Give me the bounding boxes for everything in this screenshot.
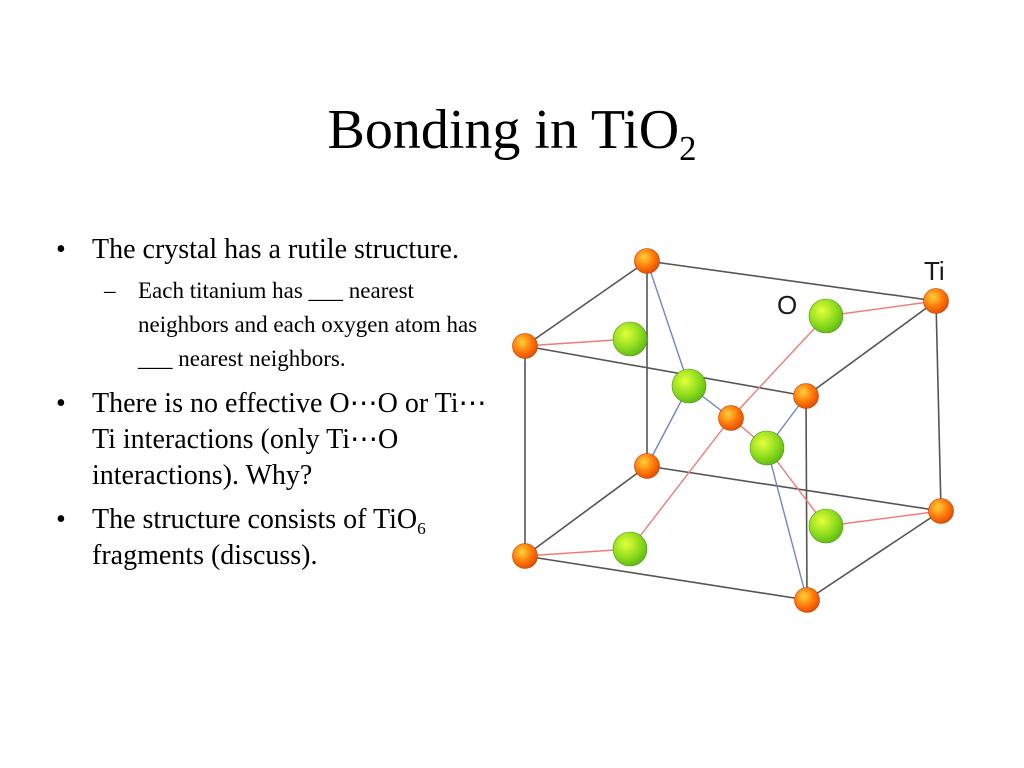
bullet-text-before: The structure consists of TiO xyxy=(92,504,418,535)
oxygen-atom xyxy=(808,298,844,334)
unit-cell-edges xyxy=(524,260,942,601)
cell-edge xyxy=(524,465,648,557)
rutile-crystal-diagram: Ti O xyxy=(512,248,954,613)
titanium-atom xyxy=(718,405,744,431)
bullet-interactions: • There is no effective O⋯O or Ti⋯Ti int… xyxy=(48,386,488,494)
cell-edge xyxy=(806,510,942,601)
sub-bullet-text: Each titanium has ___ nearest neighbors … xyxy=(138,278,478,371)
bullet-list: • The crystal has a rutile structure. – … xyxy=(48,232,488,582)
bullet-text: There is no effective O⋯O or Ti⋯Ti inter… xyxy=(92,388,487,491)
bullet-text-after: fragments (discuss). xyxy=(92,540,318,571)
titanium-atoms xyxy=(512,248,954,613)
sub-bullet-marker: – xyxy=(104,278,116,303)
titanium-atom xyxy=(928,498,954,524)
bullet-marker: • xyxy=(56,234,66,265)
titanium-atom xyxy=(634,453,660,479)
bond-red xyxy=(524,548,631,557)
oxygen-atom xyxy=(749,430,785,466)
titanium-atom xyxy=(634,248,660,274)
titanium-atom xyxy=(793,383,819,409)
bullet-rutile: • The crystal has a rutile structure. – … xyxy=(48,232,488,376)
slide-title: Bonding in TiO2 xyxy=(0,99,1024,166)
oxygen-atom xyxy=(671,368,707,404)
cell-edge xyxy=(935,300,942,512)
oxygen-atom xyxy=(612,531,648,567)
titanium-atom xyxy=(512,543,538,569)
title-text: Bonding in TiO xyxy=(327,99,680,161)
titanium-atom xyxy=(923,288,949,314)
bullet-subscript: 6 xyxy=(417,519,426,539)
oxygen-atom xyxy=(612,321,648,357)
cell-edge xyxy=(805,395,808,601)
oxygen-atoms xyxy=(612,298,844,567)
bond-red xyxy=(524,338,631,347)
bond-red xyxy=(629,417,732,550)
label-o: O xyxy=(777,290,797,320)
bond-red xyxy=(825,510,942,527)
cell-edge xyxy=(524,345,807,397)
bullet-marker: • xyxy=(56,388,66,419)
titanium-atom xyxy=(512,333,538,359)
bond-red xyxy=(730,315,827,419)
bullet-marker: • xyxy=(56,504,66,535)
bullet-fragments: • The structure consists of TiO6 fragmen… xyxy=(48,502,488,574)
cell-edge xyxy=(524,555,808,601)
bond-blue xyxy=(646,260,690,387)
titanium-atom xyxy=(794,587,820,613)
cell-edge xyxy=(524,260,648,347)
bullet-text: The crystal has a rutile structure. xyxy=(92,234,459,265)
cell-edge xyxy=(646,465,942,512)
cell-edge xyxy=(805,300,937,397)
bond-red xyxy=(825,300,937,317)
bond-blue xyxy=(766,447,808,601)
sub-bullet-list: – Each titanium has ___ nearest neighbor… xyxy=(92,274,488,376)
sub-bullet-neighbors: – Each titanium has ___ nearest neighbor… xyxy=(92,274,488,376)
title-subscript: 2 xyxy=(679,129,697,169)
label-ti: Ti xyxy=(924,256,945,286)
oxygen-atom xyxy=(808,508,844,544)
cell-edge xyxy=(646,260,937,302)
